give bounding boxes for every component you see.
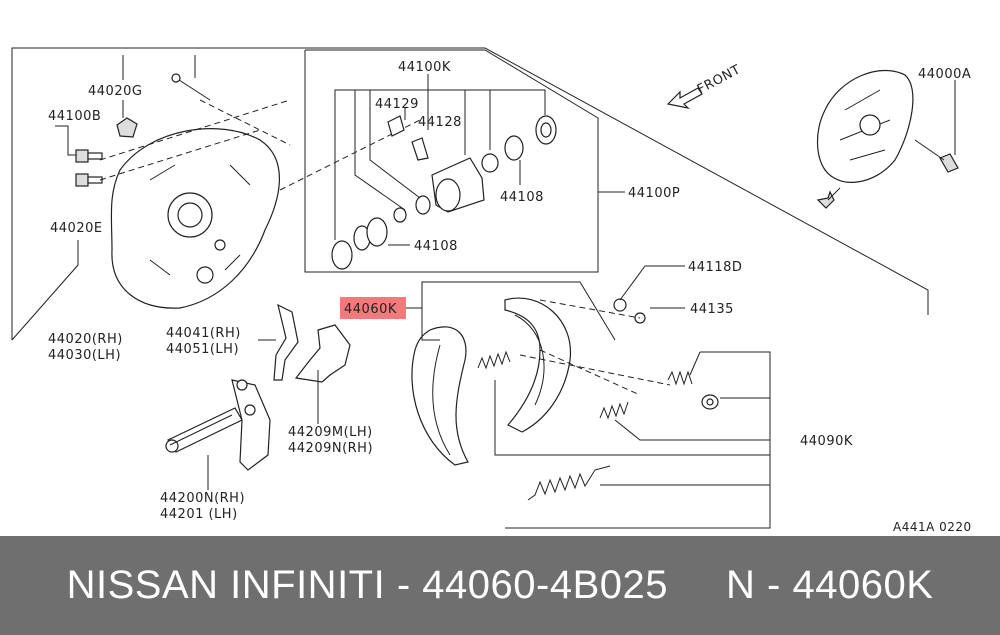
leader-44100B [55, 125, 76, 156]
leader-44060K-b [421, 308, 440, 341]
leader-cup-a [354, 90, 406, 211]
cylinder-kit-box [304, 49, 599, 273]
dash-line-3 [199, 99, 291, 146]
connector-line [169, 414, 233, 446]
clip-44118D-part [613, 298, 646, 324]
hold-down-spring-part [667, 370, 719, 410]
dash-line-6 [519, 354, 671, 386]
lever-44209-part [294, 324, 351, 383]
front-label: FRONT [695, 62, 743, 97]
label-44100B: 44100B [48, 109, 101, 124]
bolt-top-part [171, 73, 211, 101]
label-44060K: 44060K [344, 302, 397, 317]
label-44129: 44129 [375, 97, 419, 112]
outer-frame-left [11, 47, 929, 340]
return-spring-upper-part [477, 350, 511, 370]
adjuster-spring-part [599, 401, 629, 420]
label-44020G: 44020G [88, 84, 142, 99]
piston-cups-part [331, 115, 557, 270]
leader-44100K-b [428, 89, 546, 115]
brake-assembly-diagram: FRONT [11, 47, 972, 534]
dash-line-7 [539, 349, 641, 396]
label-44201-lh: 44201 (LH) [160, 507, 238, 522]
leader-44090K-d [494, 380, 770, 456]
label-44090K: 44090K [800, 434, 853, 449]
label-44128: 44128 [418, 115, 462, 130]
leader-44118D [619, 265, 685, 301]
bleeder-screw-part [387, 115, 429, 161]
adjuster-lever-part [273, 303, 299, 381]
label-44041-rh: 44041(RH) [166, 326, 241, 341]
part-number-text: NISSAN INFINITI - 44060-4B025 N - 44060K [66, 563, 934, 607]
label-44118D: 44118D [688, 260, 742, 275]
front-arrow-icon [666, 87, 703, 109]
assembled-brake-thumbnail [816, 69, 959, 209]
diagram-reference-code: A441A 0220 [893, 520, 972, 534]
label-44200N-rh: 44200N(RH) [160, 491, 245, 506]
dash-line-5 [539, 299, 641, 319]
label-44135: 44135 [690, 302, 734, 317]
leader-44060K [405, 281, 616, 341]
backing-plate [110, 128, 281, 309]
bolt-44020G-part [116, 117, 138, 138]
leader-44020E [11, 240, 79, 341]
dash-line-1 [99, 99, 291, 161]
leader-44090K-c [689, 351, 701, 376]
label-44108-a: 44108 [500, 190, 544, 205]
highlight-44060K [340, 297, 406, 319]
part-number-banner: NISSAN INFINITI - 44060-4B025 N - 44060K [0, 536, 1000, 635]
dash-line-2 [99, 129, 261, 181]
label-44000A: 44000A [918, 67, 971, 82]
label-44108-b: 44108 [414, 239, 458, 254]
brake-shoe-left-part [411, 326, 469, 466]
lower-spring-part [527, 465, 611, 501]
label-44100K: 44100K [398, 60, 451, 75]
wheel-cylinder-part [431, 157, 485, 213]
label-44209N-rh: 44209N(RH) [288, 441, 373, 456]
label-44209M-lh: 44209M(LH) [288, 425, 373, 440]
parking-brake-assembly-part [165, 379, 271, 471]
leader-44090K [614, 419, 770, 441]
label-44030-lh: 44030(LH) [48, 348, 121, 363]
label-44051-lh: 44051(LH) [166, 342, 239, 357]
leader-44100K [334, 74, 429, 240]
label-44020E: 44020E [50, 221, 103, 236]
leader-cup-b [369, 90, 421, 199]
bolt-44100B-part [75, 149, 103, 187]
brake-shoe-right-part [504, 297, 572, 433]
label-44020-rh: 44020(RH) [48, 332, 123, 347]
label-44100P: 44100P [628, 186, 680, 201]
